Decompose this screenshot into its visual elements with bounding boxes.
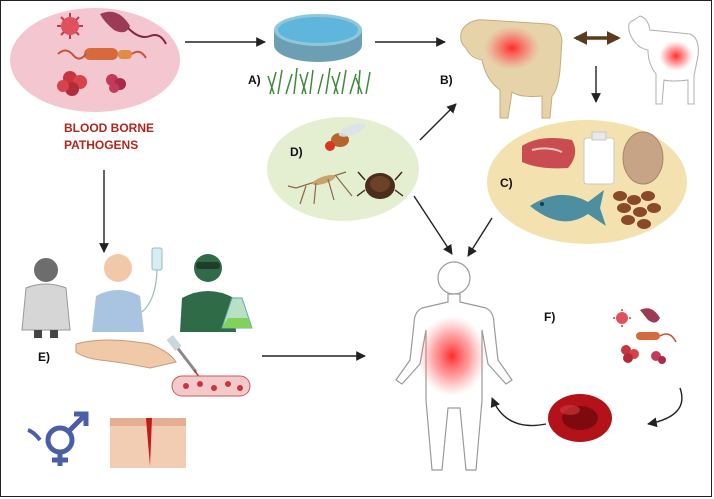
arrow-to-human-from-blood — [492, 398, 546, 426]
label-e: E) — [38, 350, 50, 364]
label-d: D) — [290, 145, 303, 159]
food-cluster — [487, 120, 687, 244]
arrow-to-human-from-food — [468, 218, 492, 256]
water-dish-icon — [274, 14, 362, 62]
meat-icon — [522, 138, 575, 168]
label-f: F) — [544, 310, 555, 324]
milk-icon — [584, 132, 614, 184]
patient-iv-icon — [92, 248, 162, 332]
grass-icon — [268, 68, 370, 94]
scientist-icon — [180, 254, 252, 332]
red-blood-cell-icon — [548, 394, 612, 442]
gender-symbol-icon — [28, 414, 86, 466]
title-block: BLOOD BORNE PATHOGENS — [64, 120, 154, 154]
arrow-to-human-from-vectors — [414, 196, 452, 254]
lab-worker-icon — [22, 258, 70, 338]
hand-injury-icon — [76, 340, 176, 368]
arrow-to-rbc — [648, 388, 682, 424]
title-line-1: BLOOD BORNE — [64, 120, 154, 137]
human-body-icon — [396, 262, 512, 470]
pathogen-cluster — [10, 8, 180, 112]
pathogen-cluster-small — [613, 308, 676, 364]
goat-icon — [629, 16, 699, 104]
egg-icon — [623, 132, 663, 184]
cow-icon — [461, 20, 562, 118]
skin-wound-icon — [110, 418, 186, 468]
title-line-2: PATHOGENS — [64, 137, 154, 154]
vector-cluster — [267, 117, 419, 221]
label-c: C) — [500, 176, 513, 190]
arrow-to-livestock-from-vectors — [420, 104, 456, 140]
blood-vessel-icon — [172, 376, 250, 396]
label-a: A) — [248, 73, 261, 87]
label-b: B) — [440, 73, 453, 87]
